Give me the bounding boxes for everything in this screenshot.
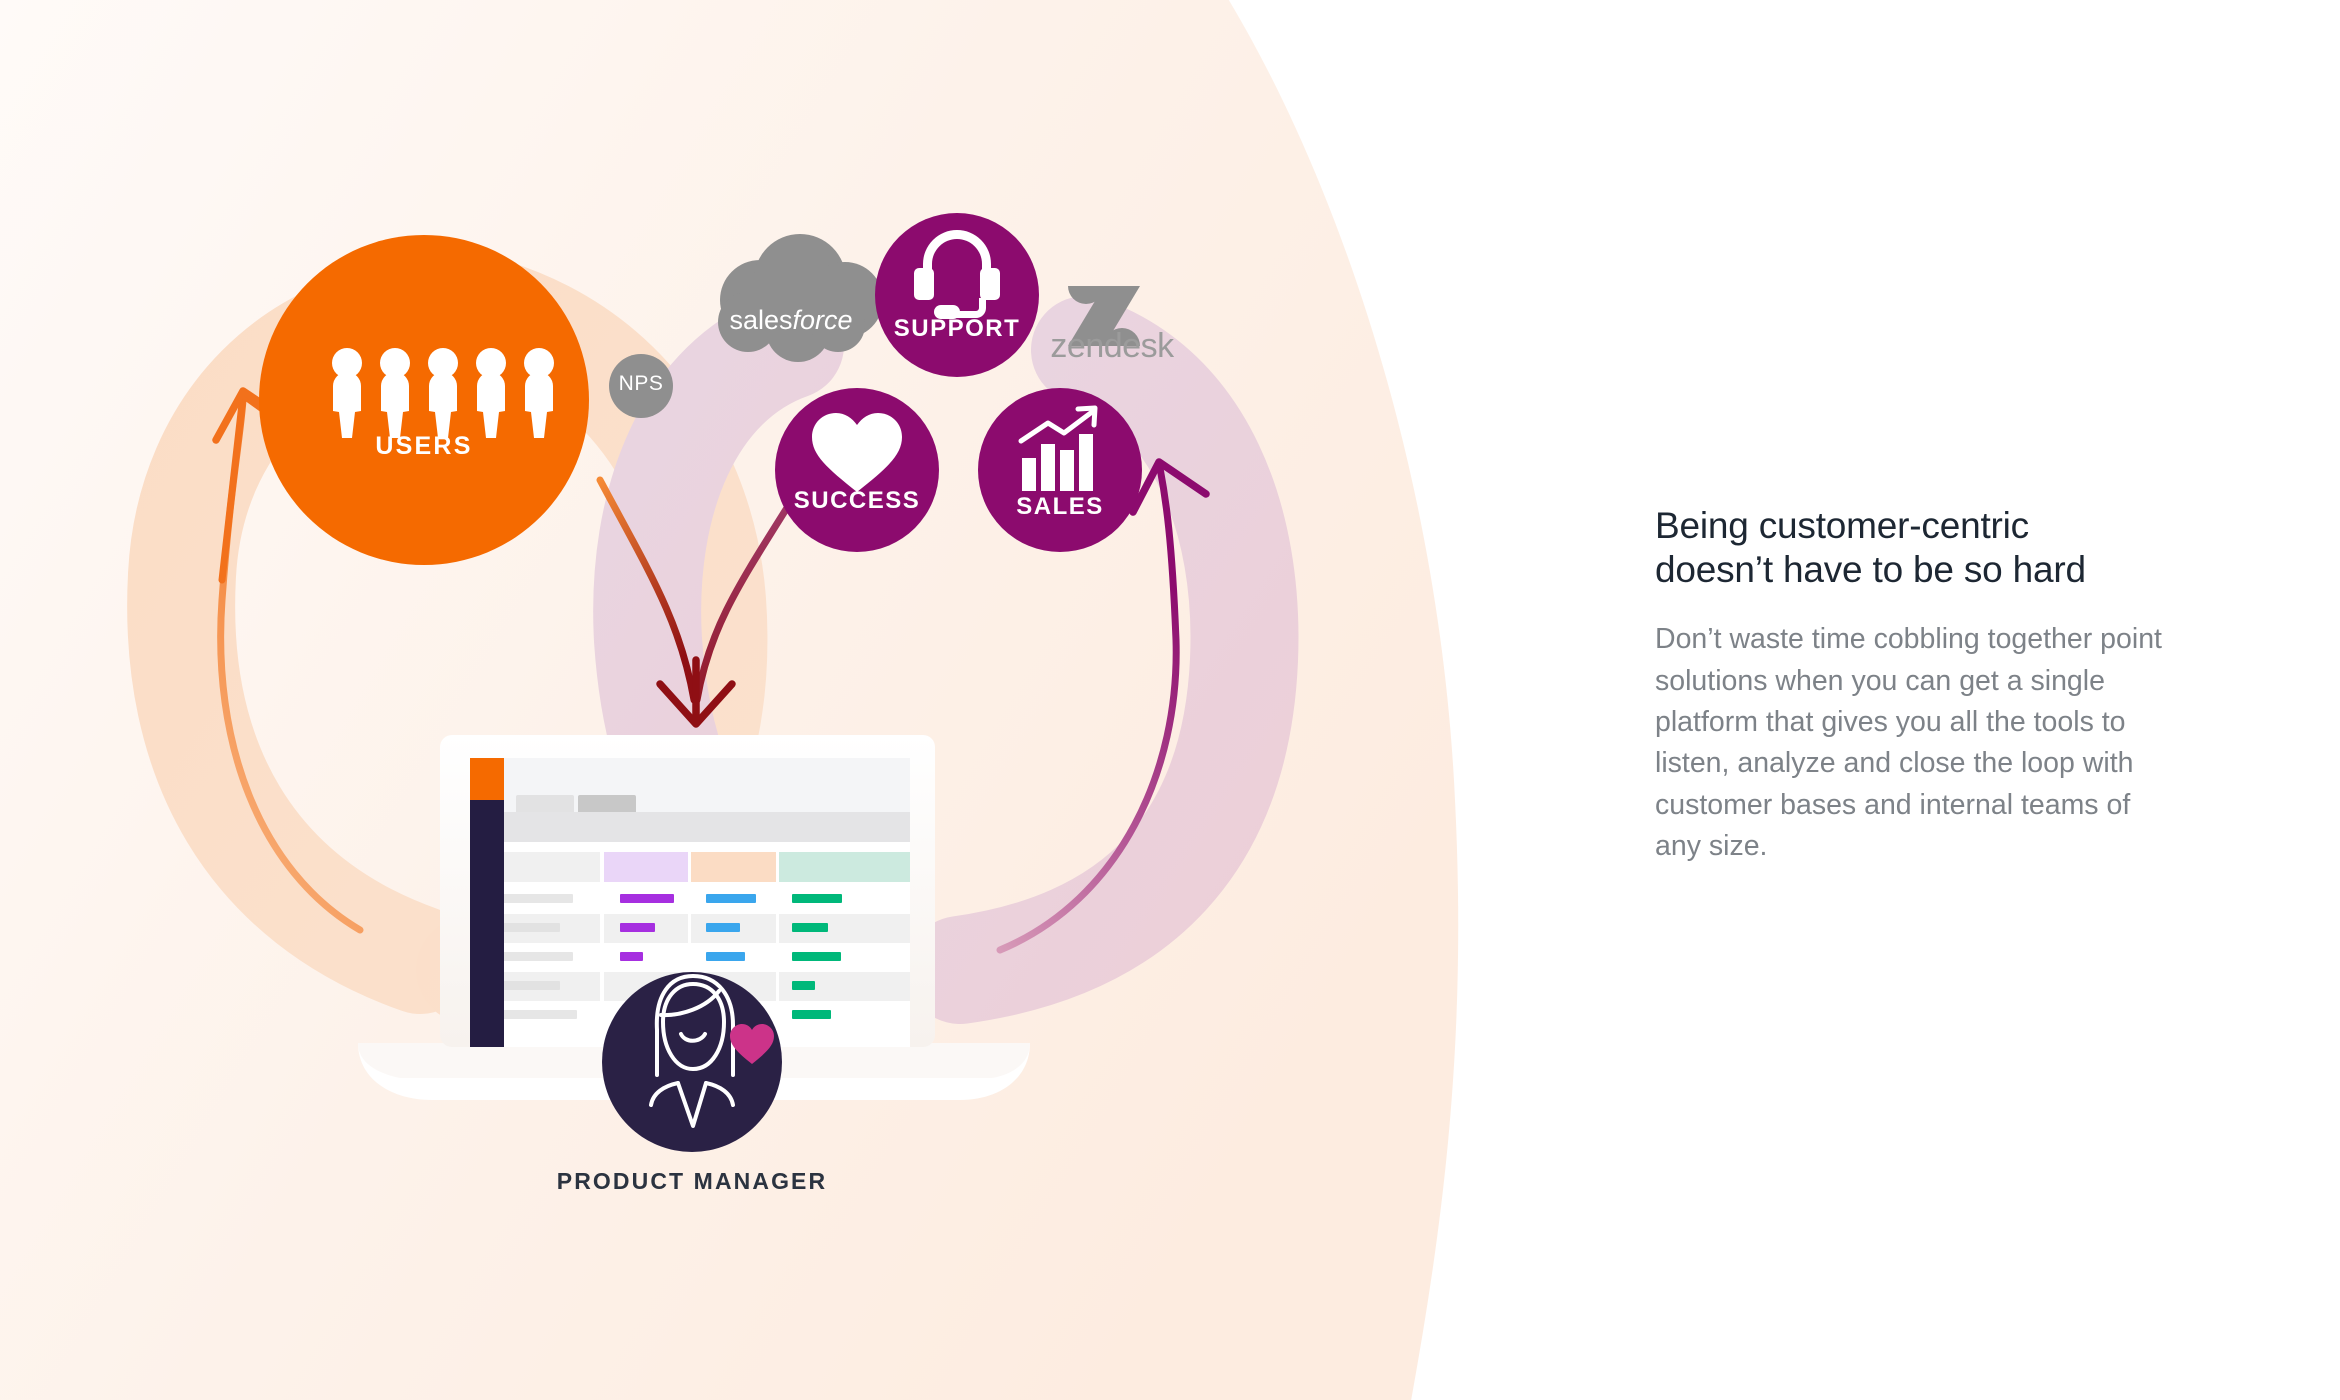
dashboard-tab-1 xyxy=(516,795,574,817)
salesforce-text-plain: sales xyxy=(729,305,793,335)
headset-icon xyxy=(914,230,1000,319)
badge-zendesk[interactable] xyxy=(1068,286,1140,346)
persona-product-manager[interactable] xyxy=(602,972,782,1152)
heart-icon xyxy=(812,413,902,492)
badge-salesforce[interactable] xyxy=(718,234,883,362)
people-group-icon xyxy=(332,348,554,438)
sidebar-accent xyxy=(470,758,504,800)
persona-label: PRODUCT MANAGER xyxy=(556,1168,828,1194)
table-row xyxy=(470,914,910,943)
node-users[interactable] xyxy=(259,235,589,565)
node-label-support: SUPPORT xyxy=(893,315,1021,342)
node-label-success: SUCCESS xyxy=(793,487,921,514)
sidebar-nav xyxy=(470,800,504,1047)
table-row xyxy=(470,943,910,972)
col-header-orange xyxy=(691,852,776,882)
node-success[interactable] xyxy=(775,388,939,552)
heart-badge-icon xyxy=(730,1024,774,1064)
woman-avatar-icon xyxy=(649,974,735,1128)
down-arrow xyxy=(596,476,799,728)
table-row xyxy=(470,884,910,914)
bar-chart-growth-icon xyxy=(1018,405,1098,491)
node-label-users: USERS xyxy=(375,432,473,460)
heading-line-2: doesn’t have to be so hard xyxy=(1655,548,2086,590)
dashboard-tab-2 xyxy=(578,795,636,817)
badge-nps[interactable] xyxy=(609,354,673,418)
page-body-text: Don’t waste time cobbling together point… xyxy=(1655,623,2162,862)
dashboard-screen xyxy=(470,758,910,1047)
node-label-sales: SALES xyxy=(1016,493,1104,520)
salesforce-text-italic: force xyxy=(792,305,853,335)
badge-label-salesforce: salesforce xyxy=(729,305,852,336)
col-header-purple xyxy=(604,852,688,882)
col-header-green xyxy=(779,852,910,882)
heading-line-1: Being customer-centric xyxy=(1655,505,2029,546)
badge-label-nps: NPS xyxy=(618,372,664,395)
badge-label-zendesk: zendesk xyxy=(1050,327,1174,365)
node-support[interactable] xyxy=(875,213,1039,377)
node-sales[interactable] xyxy=(978,388,1142,552)
